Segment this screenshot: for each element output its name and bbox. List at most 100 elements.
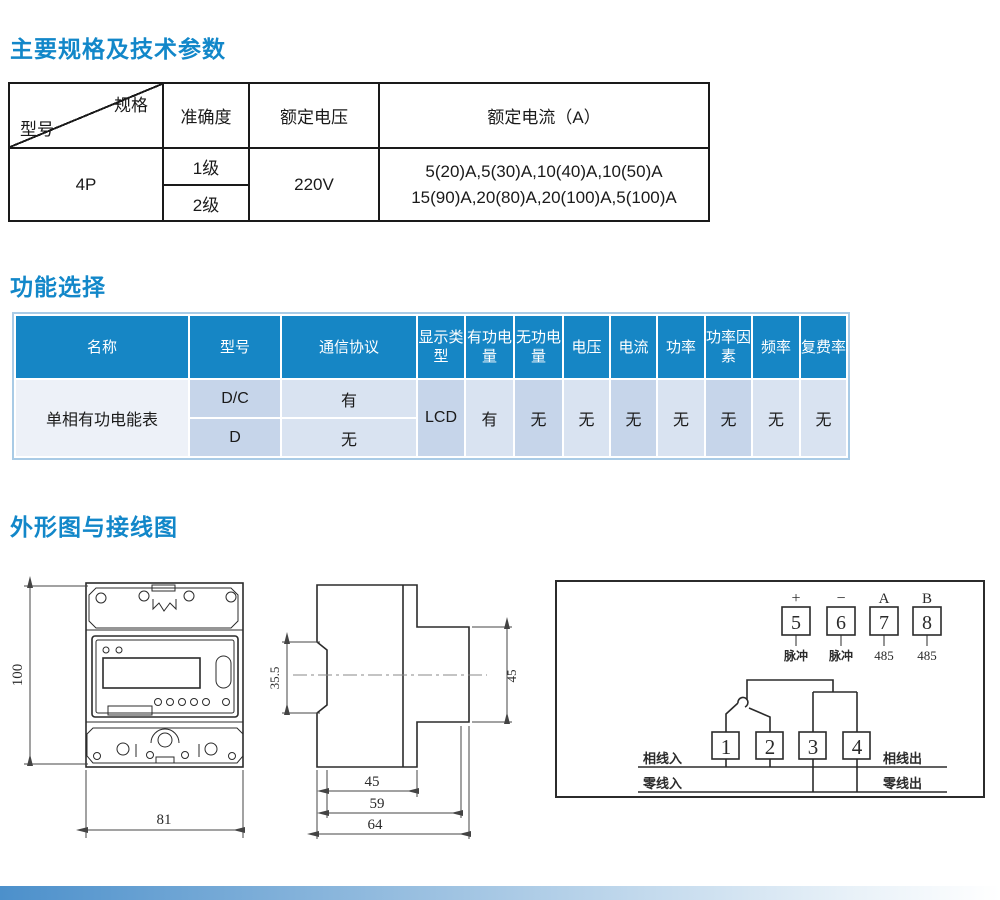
bottom-terminal-2: 2 [755, 731, 784, 760]
dim-text-45-bottom: 45 [365, 774, 380, 790]
screw-icon [181, 751, 189, 759]
function-table-wrapper: 名称 型号 通信协议 显示类型 有功电量 无功电量 电压 电流 功率 功率因素 … [12, 312, 850, 460]
dim-text-35-5: 35.5 [270, 667, 282, 690]
fn-header-model: 型号 [190, 316, 280, 378]
indicator-dot [178, 698, 186, 706]
terminal-hole [116, 742, 130, 756]
section-title-specs: 主要规格及技术参数 [10, 36, 226, 62]
dim-text-81: 81 [157, 812, 172, 828]
fn-header-name: 名称 [16, 316, 188, 378]
bottom-terminal-3: 3 [798, 731, 827, 760]
spec-diagonal-header-cell: 规格 型号 [8, 82, 164, 149]
spec-cell-accuracy-1: 1级 [162, 147, 250, 186]
fn-cell-reactive-energy: 无 [515, 380, 562, 456]
terminal-number: 4 [852, 735, 863, 759]
footer-gradient-bar [0, 886, 1000, 900]
fn-cell-display: LCD [418, 380, 464, 456]
terminal-number: 6 [836, 612, 846, 634]
fn-header-active-energy: 有功电量 [466, 316, 513, 378]
current-coil-hook [737, 696, 749, 708]
top-terminal-cover [88, 587, 239, 629]
screw-icon [95, 592, 107, 604]
voltage-tap-wire [746, 679, 834, 700]
section-title-drawings: 外形图与接线图 [10, 514, 178, 540]
screw-icon [183, 590, 195, 602]
button-oval [215, 655, 232, 689]
label-neutral-in: 零线入 [642, 776, 682, 791]
screw-icon [138, 590, 150, 602]
screw-icon [146, 751, 154, 759]
top-terminal-5: + 5 脉冲 [781, 590, 811, 663]
fn-header-frequency: 频率 [753, 316, 799, 378]
top-terminal-8: B 8 485 [912, 591, 942, 663]
face-panel [91, 635, 239, 718]
terminal-number: 3 [808, 735, 819, 759]
wiring-diagram: + 5 脉冲 − 6 脉冲 A 7 485 B 8 485 [555, 580, 985, 798]
spec-cell-voltage: 220V [248, 147, 380, 222]
label-plate [107, 705, 153, 716]
side-profile [316, 584, 470, 768]
spec-table: 规格 型号 准确度 额定电压 额定电流（A） 4P 1级 220V 5(20)A… [8, 82, 710, 222]
spec-cell-current: 5(20)A,5(30)A,10(40)A,10(50)A 15(90)A,20… [378, 147, 710, 222]
fn-cell-power: 无 [658, 380, 704, 456]
fn-header-power-factor: 功率因素 [706, 316, 751, 378]
fn-header-protocol: 通信协议 [282, 316, 416, 378]
spec-header-current: 额定电流（A） [378, 82, 710, 149]
spec-header-accuracy: 准确度 [162, 82, 250, 149]
spec-cell-accuracy-2: 2级 [162, 184, 250, 222]
wiring-border [555, 580, 985, 798]
fn-header-reactive-energy: 无功电量 [515, 316, 562, 378]
indicator-dot [202, 698, 210, 706]
bottom-terminal-4: 4 [842, 731, 871, 760]
clip-tab [151, 584, 176, 592]
top-terminal-7: A 7 485 [869, 591, 899, 663]
bottom-terminal-1: 1 [711, 731, 740, 760]
fn-cell-protocol-no: 无 [282, 419, 416, 456]
terminal-sign-a: A [879, 591, 890, 607]
terminal-hole [204, 742, 218, 756]
screw-icon [93, 752, 101, 760]
face-panel-inner [95, 639, 235, 714]
diag-label-model: 型号 [20, 120, 54, 139]
terminal-number: 7 [879, 612, 889, 634]
terminal-label: 脉冲 [828, 648, 853, 663]
spec-cell-model: 4P [8, 147, 164, 222]
coil-wire [725, 702, 739, 732]
meter-outline [85, 582, 244, 768]
fn-cell-active-energy: 有 [466, 380, 513, 456]
terminal-label: 485 [874, 648, 894, 663]
fn-cell-model-d: D [190, 419, 280, 456]
dim-text-45-right: 45 [504, 670, 519, 683]
fn-cell-frequency: 无 [753, 380, 799, 456]
fn-header-current: 电流 [611, 316, 656, 378]
fn-cell-protocol-yes: 有 [282, 380, 416, 417]
label-phase-out: 相线出 [883, 751, 922, 766]
fn-header-power: 功率 [658, 316, 704, 378]
fn-header-multi-rate: 复费率 [801, 316, 846, 378]
side-view-drawing: 35.5 45 45 59 64 [270, 584, 519, 839]
lcd-display [102, 657, 201, 689]
fn-cell-model-dc: D/C [190, 380, 280, 417]
clip-tab [155, 756, 175, 764]
screw-icon [225, 591, 237, 603]
terminal-sign-minus: − [836, 590, 845, 607]
front-view-drawing: 100 81 [10, 576, 245, 838]
indicator-dot [222, 698, 230, 706]
spec-header-voltage: 额定电压 [248, 82, 380, 149]
fn-cell-power-factor: 无 [706, 380, 751, 456]
screw-icon [228, 752, 236, 760]
spec-current-line1: 5(20)A,5(30)A,10(40)A,10(50)A [425, 161, 663, 181]
fn-header-voltage: 电压 [564, 316, 609, 378]
meter-internal-wiring [725, 679, 858, 732]
terminal-number: 1 [721, 735, 732, 759]
clip-notch [152, 599, 177, 612]
fn-cell-multi-rate: 无 [801, 380, 846, 456]
dim-text-64: 64 [368, 817, 384, 833]
fn-cell-name: 单相有功电能表 [16, 380, 188, 456]
diag-label-spec: 规格 [114, 96, 148, 115]
dim-text-100: 100 [10, 664, 26, 687]
terminal-sign-b: B [922, 591, 932, 607]
din-clip-cup [150, 728, 180, 744]
terminal-number: 5 [791, 612, 801, 634]
